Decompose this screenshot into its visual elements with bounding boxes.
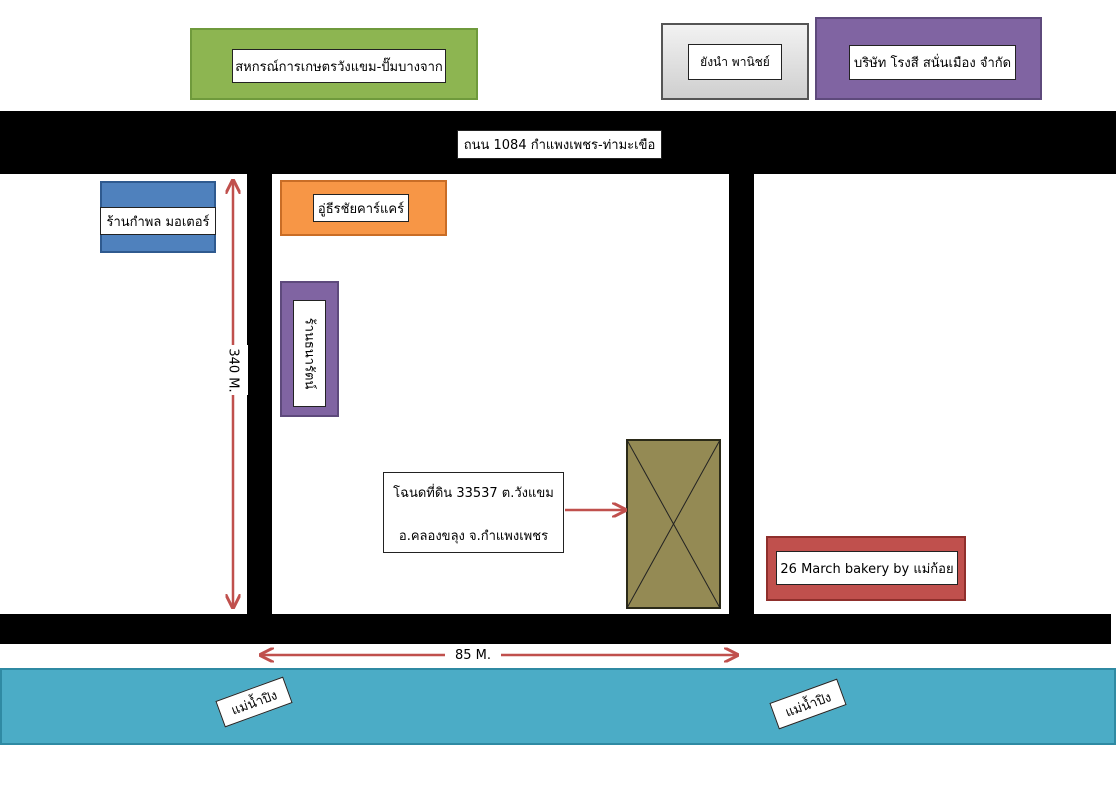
right-side-road [729,170,754,620]
bakery-label: 26 March bakery by แม่ก้อย [776,551,958,585]
car-care-label: อู่ธีรชัยคาร์แคร์ [313,194,409,222]
vertical-dimension-text: 340 M. [225,347,241,393]
side-shop-label: ร้านธนารัตน์ [293,300,326,407]
side-shop-text: ร้านธนารัตน์ [301,317,317,390]
company-label: บริษัท โรงสี สนั่นเมือง จำกัด [849,45,1016,80]
land-deed-box [383,472,564,553]
left-side-road [247,170,272,620]
land-plot [626,439,721,609]
vertical-dimension-label: 340 M. [218,345,248,395]
ping-river [0,668,1116,745]
lower-road [0,614,1111,644]
motor-shop-label: ร้านกำพล มอเตอร์ [100,207,216,235]
coop-label: สหกรณ์การเกษตรวังแขม-ปั๊มบางจาก [232,49,446,83]
main-road-label: ถนน 1084 กำแพงเพชร-ท่ามะเขือ [457,130,662,159]
horizontal-dimension-label: 85 M. [445,646,501,666]
land-deed-line1: โฉนดที่ดิน 33537 ต.วังแขม [393,486,554,501]
land-deed-line2: อ.คลองขลุง จ.กำแพงเพชร [398,529,549,544]
yongnam-label: ยังนำ พานิชย์ [688,44,782,80]
